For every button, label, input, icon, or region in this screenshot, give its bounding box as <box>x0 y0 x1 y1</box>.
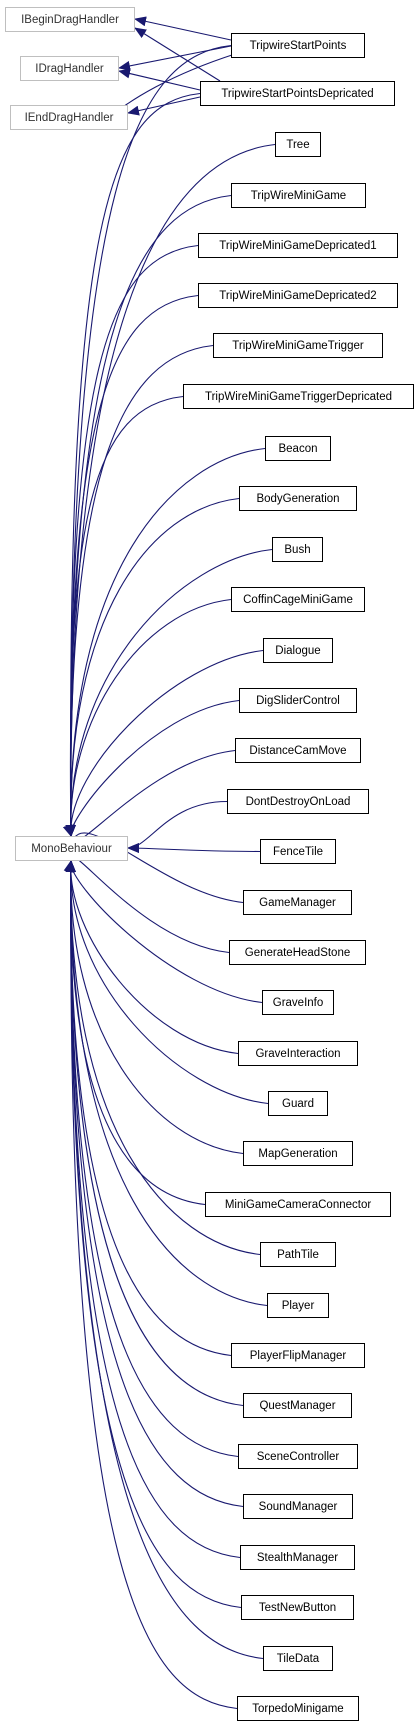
edge-generate-head-stone-to-monobehaviour <box>64 849 230 954</box>
class-node-game-manager[interactable]: GameManager <box>243 890 352 915</box>
class-node-tile-data[interactable]: TileData <box>263 1646 333 1671</box>
interface-ibegindraghandler: IBeginDragHandler <box>5 7 135 32</box>
edge-grave-interaction-to-monobehaviour <box>65 860 239 1055</box>
edge-torpedo-minigame-to-monobehaviour <box>65 860 238 1710</box>
class-node-mini-game-camera-connector[interactable]: MiniGameCameraConnector <box>205 1192 391 1217</box>
interface-ienddraghandler: IEndDragHandler <box>10 105 128 130</box>
edge-tripwire-start-points-to-ibegindraghandler <box>134 16 232 41</box>
edge-dont-destroy-on-load-to-monobehaviour <box>127 800 228 853</box>
edge-test-new-button-to-monobehaviour <box>65 860 242 1609</box>
class-node-tree[interactable]: Tree <box>275 132 321 157</box>
edge-tripwire-start-points-to-idraghandler <box>118 45 232 71</box>
class-node-trip-wire-mini-game[interactable]: TripWireMiniGame <box>231 183 366 208</box>
edge-player-flip-manager-to-monobehaviour <box>65 860 232 1357</box>
edge-trip-wire-mini-game-depricated1-to-monobehaviour <box>65 244 199 837</box>
class-node-torpedo-minigame[interactable]: TorpedoMinigame <box>237 1696 359 1721</box>
class-node-trip-wire-mini-game-depricated1[interactable]: TripWireMiniGameDepricated1 <box>198 233 398 258</box>
class-node-beacon[interactable]: Beacon <box>265 436 331 461</box>
edge-guard-to-monobehaviour <box>65 860 269 1105</box>
edge-dig-slider-control-to-monobehaviour <box>62 699 240 837</box>
class-node-trip-wire-mini-game-trigger-depricated[interactable]: TripWireMiniGameTriggerDepricated <box>183 384 414 409</box>
edge-body-generation-to-monobehaviour <box>65 497 240 837</box>
edge-path-tile-to-monobehaviour <box>65 860 261 1256</box>
edge-beacon-to-monobehaviour <box>65 447 266 837</box>
edge-distance-cam-move-to-monobehaviour <box>64 749 236 848</box>
class-node-trip-wire-mini-game-depricated2[interactable]: TripWireMiniGameDepricated2 <box>198 283 398 308</box>
class-node-dont-destroy-on-load[interactable]: DontDestroyOnLoad <box>227 789 369 814</box>
edge-trip-wire-mini-game-trigger-depricated-to-monobehaviour <box>65 395 184 837</box>
class-node-distance-cam-move[interactable]: DistanceCamMove <box>235 738 361 763</box>
class-node-tripwire-start-points-depricated[interactable]: TripwireStartPointsDepricated <box>200 81 395 106</box>
edge-tripwire-start-points-depricated-to-ibegindraghandler <box>134 27 221 82</box>
class-node-stealth-manager[interactable]: StealthManager <box>240 1545 355 1570</box>
edge-dialogue-to-monobehaviour <box>65 649 264 837</box>
edge-tripwire-start-points-depricated-to-ienddraghandler <box>127 96 201 116</box>
edge-fence-tile-to-monobehaviour <box>127 843 261 854</box>
class-node-tripwire-start-points[interactable]: TripwireStartPoints <box>231 33 365 58</box>
interface-idraghandler: IDragHandler <box>20 56 119 81</box>
edge-bush-to-monobehaviour <box>65 548 273 837</box>
class-node-guard[interactable]: Guard <box>268 1091 328 1116</box>
edge-tile-data-to-monobehaviour <box>65 860 264 1660</box>
class-node-player-flip-manager[interactable]: PlayerFlipManager <box>231 1343 365 1368</box>
class-node-generate-head-stone[interactable]: GenerateHeadStone <box>229 940 366 965</box>
edge-map-generation-to-monobehaviour <box>65 860 244 1155</box>
class-node-fence-tile[interactable]: FenceTile <box>260 839 336 864</box>
class-node-scene-controller[interactable]: SceneController <box>238 1444 358 1469</box>
class-node-player[interactable]: Player <box>267 1293 329 1318</box>
edge-player-to-monobehaviour <box>65 860 268 1307</box>
class-node-path-tile[interactable]: PathTile <box>260 1242 336 1267</box>
edge-mini-game-camera-connector-to-monobehaviour <box>65 860 206 1206</box>
class-node-body-generation[interactable]: BodyGeneration <box>239 486 357 511</box>
class-node-bush[interactable]: Bush <box>272 537 323 562</box>
class-node-test-new-button[interactable]: TestNewButton <box>241 1595 354 1620</box>
class-node-map-generation[interactable]: MapGeneration <box>243 1141 353 1166</box>
base-class-monobehaviour: MonoBehaviour <box>15 836 128 861</box>
edge-tripwire-start-points-depricated-to-idraghandler <box>118 68 201 91</box>
edge-tree-to-monobehaviour <box>65 143 276 837</box>
class-node-sound-manager[interactable]: SoundManager <box>243 1494 353 1519</box>
class-node-quest-manager[interactable]: QuestManager <box>243 1393 352 1418</box>
edge-grave-info-to-monobehaviour <box>63 860 263 1004</box>
edge-scene-controller-to-monobehaviour <box>65 860 239 1458</box>
class-node-trip-wire-mini-game-trigger[interactable]: TripWireMiniGameTrigger <box>213 333 383 358</box>
class-node-coffin-cage-mini-game[interactable]: CoffinCageMiniGame <box>231 587 365 612</box>
class-node-dialogue[interactable]: Dialogue <box>263 638 333 663</box>
class-node-grave-info[interactable]: GraveInfo <box>262 990 334 1015</box>
edge-tripwire-start-points-to-monobehaviour <box>65 44 232 837</box>
edge-coffin-cage-mini-game-to-monobehaviour <box>65 598 232 837</box>
edge-sound-manager-to-monobehaviour <box>65 860 244 1508</box>
class-node-dig-slider-control[interactable]: DigSliderControl <box>239 688 357 713</box>
class-node-grave-interaction[interactable]: GraveInteraction <box>238 1041 358 1066</box>
edge-quest-manager-to-monobehaviour <box>65 860 244 1407</box>
